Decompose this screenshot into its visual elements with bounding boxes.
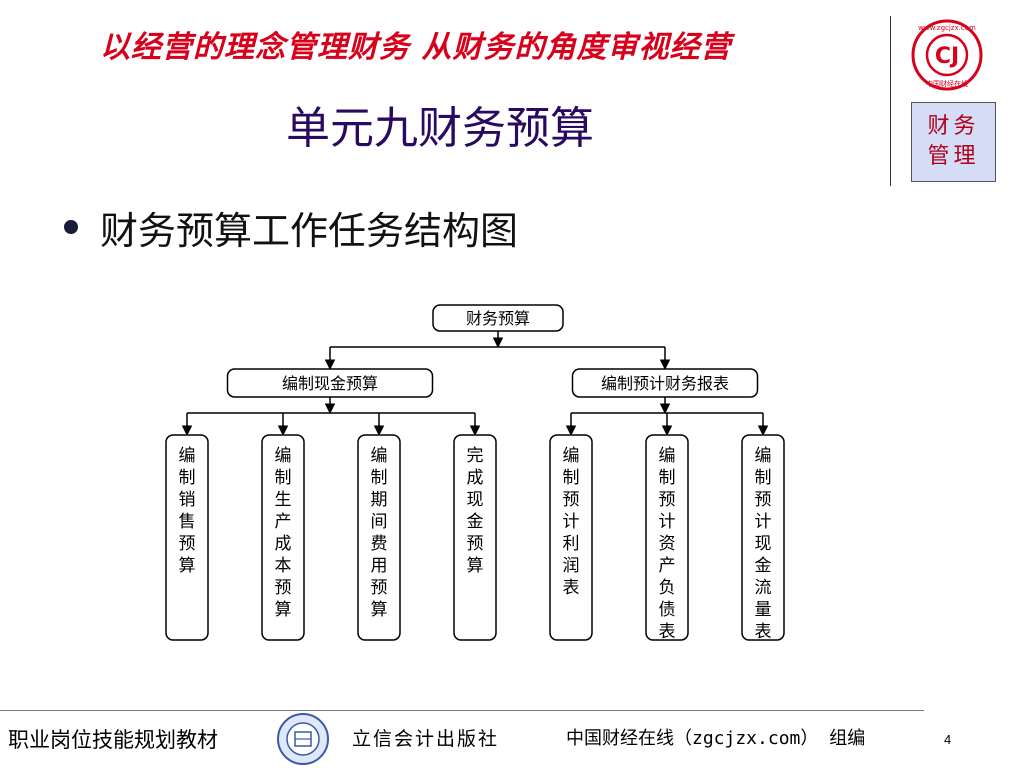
footer-editor: 中国财经在线（zgcjzx.com） 组编: [566, 728, 866, 749]
footer-divider: [0, 710, 924, 711]
leaf-node-2-2-box: [645, 434, 689, 641]
logo-letters: CJ: [935, 44, 959, 69]
leaf-node-1-3-box: [357, 434, 401, 641]
root-node-label: 财务预算: [466, 309, 530, 328]
logo-subtext: 中国财经在线: [926, 79, 968, 88]
branch-node-1-label: 编制现金预算: [282, 374, 378, 393]
leaf-node-2-3-label: 编制预计现金流量表: [755, 446, 772, 642]
leaf-node-2-1-box: [549, 434, 593, 641]
page-number: 4: [944, 732, 952, 747]
branch-node-2-label: 编制预计财务报表: [601, 374, 729, 393]
diagram-connectors: [181, 331, 769, 437]
logo-url: www.zgcjzx.com: [918, 24, 976, 32]
leaf-node-2-3-box: [741, 434, 785, 641]
slogan-banner: 以经营的理念管理财务 从财务的角度审视经营: [100, 30, 732, 65]
leaf-node-1-2-label: 编制生产成本预算: [275, 446, 292, 620]
course-label: 财务管理: [927, 114, 980, 169]
leaf-node-1-4-box: [453, 434, 497, 641]
leaf-node-1-3-label: 编制期间费用预算: [371, 446, 388, 620]
leaf-node-2-2-label: 编制预计资产负债表: [659, 446, 676, 642]
branch-node-2-box: [571, 368, 759, 398]
header-divider: [890, 16, 891, 186]
bullet-text: 财务预算工作任务结构图: [100, 209, 519, 253]
leaf-node-1-2-box: [261, 434, 305, 641]
footer-publisher: 立信会计出版社: [352, 728, 500, 750]
publisher-emblem: [277, 713, 329, 765]
branch-node-1-box: [226, 368, 434, 398]
course-label-box: 财务管理: [911, 102, 996, 182]
leaf-node-1-4-label: 完成现金预算: [467, 446, 484, 576]
footer-textbook: 职业岗位技能规划教材: [8, 728, 218, 752]
publisher-logo: CJ www.zgcjzx.com 中国财经在线: [911, 19, 983, 91]
slide-title: 单元九财务预算: [286, 103, 594, 154]
leaf-node-2-1-label: 编制预计利润表: [563, 446, 580, 598]
bullet-dot: [64, 220, 78, 234]
leaf-node-1-1-label: 编制销售预算: [179, 446, 196, 576]
root-node-box: [432, 304, 564, 332]
leaf-node-1-1-box: [165, 434, 209, 641]
